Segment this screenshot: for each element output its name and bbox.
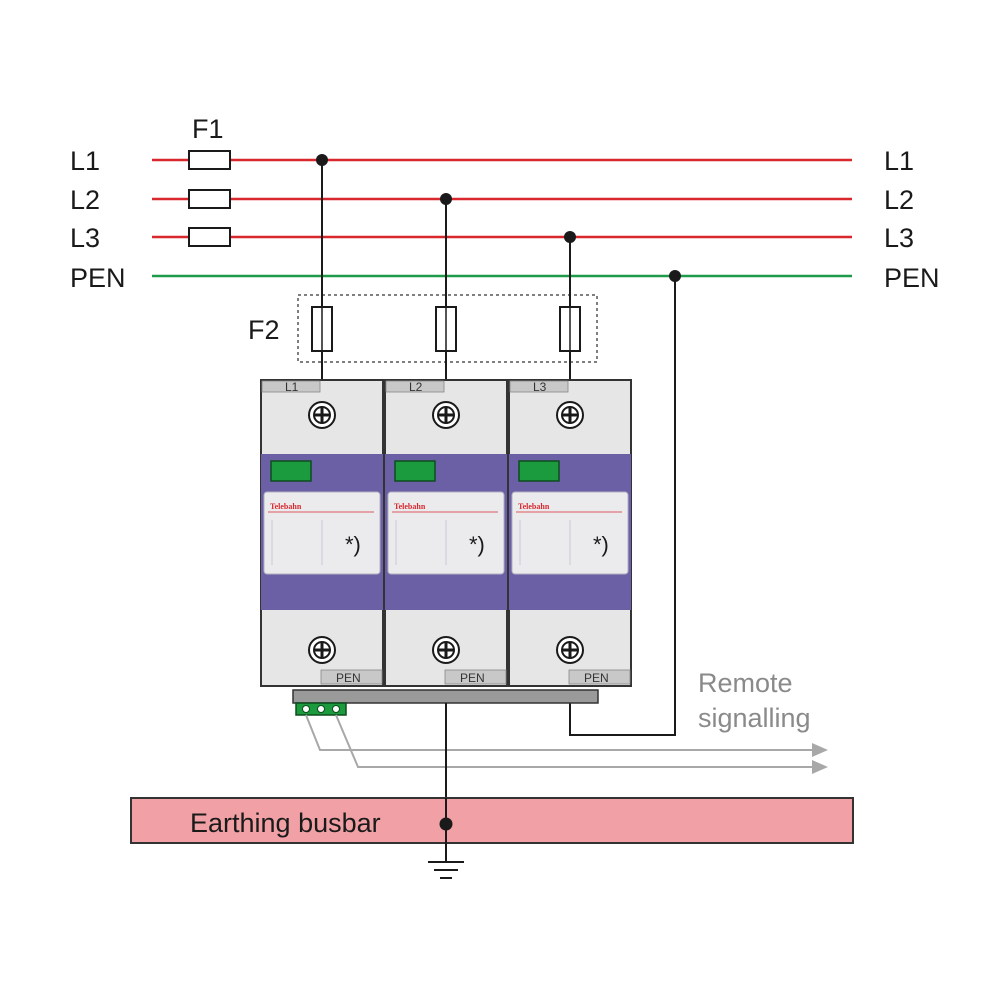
fuse-label-f1: F1 <box>192 114 224 144</box>
module-3-top-tag <box>509 380 569 393</box>
module-2-mark: *) <box>469 532 485 557</box>
earthing-busbar-label: Earthing busbar <box>190 808 381 838</box>
module-1-top-tag <box>261 380 321 393</box>
ground-icon <box>428 861 464 879</box>
module-2-bottom-tag <box>444 669 507 685</box>
module-2-top-label: L2 <box>409 380 423 394</box>
spd-module-2: L2 Telebahn *) PEN <box>384 379 508 687</box>
line-label-left-l2: L2 <box>70 185 100 215</box>
module-3-lower-band <box>509 577 631 610</box>
module-2-brand: Telebahn <box>394 502 426 511</box>
signal-wire-1 <box>305 714 812 751</box>
module-3-mark: *) <box>593 532 609 557</box>
line-label-right-l2: L2 <box>884 185 914 215</box>
fuse-f1-l1 <box>188 150 231 170</box>
wire-pen-to-remote-contact <box>569 276 676 736</box>
module-1-mark: *) <box>345 532 361 557</box>
junction-l2 <box>440 193 452 205</box>
module-1-bottom-terminal-screw-icon <box>308 636 336 664</box>
earthing-busbar <box>130 797 854 844</box>
fuse-label-f2: F2 <box>248 315 280 345</box>
din-rail <box>292 689 599 704</box>
module-1-bottom-label: PEN <box>336 671 361 685</box>
signal-wire-2 <box>335 714 812 768</box>
connector-pin-3-icon <box>332 705 340 713</box>
junction-l1 <box>316 154 328 166</box>
module-3-status-indicator <box>518 460 560 482</box>
fuse-f2-enclosure <box>297 294 598 363</box>
line-label-left-l3: L3 <box>70 223 100 253</box>
module-2-lower-band <box>385 577 507 610</box>
line-label-right-l1: L1 <box>884 146 914 176</box>
module-1-top-terminal-screw-icon <box>308 401 336 429</box>
fuse-f1-l2 <box>188 189 231 209</box>
module-3-top-label: L3 <box>533 380 547 394</box>
line-label-left-pen: PEN <box>70 263 126 293</box>
remote-signalling-line2: signalling <box>698 703 811 733</box>
line-label-right-l3: L3 <box>884 223 914 253</box>
signal-wire-2-arrow-icon <box>812 760 828 774</box>
connector-pin-2-icon <box>317 705 325 713</box>
junction-pen <box>669 270 681 282</box>
module-1-bottom-tag <box>320 669 383 685</box>
signal-wire-1-arrow-icon <box>812 743 828 757</box>
module-3-bottom-tag <box>568 669 631 685</box>
module-3-bottom-label: PEN <box>584 671 609 685</box>
module-1-brand: Telebahn <box>270 502 302 511</box>
fuse-f1-l3 <box>188 227 231 247</box>
module-3-bottom-terminal-screw-icon <box>556 636 584 664</box>
spd-module-3: L3 Telebahn *) PEN <box>508 379 632 687</box>
remote-signalling-line1: Remote <box>698 668 793 698</box>
line-label-left-l1: L1 <box>70 146 100 176</box>
junction-busbar <box>439 817 453 831</box>
connector-pin-1-icon <box>302 705 310 713</box>
module-3-brand: Telebahn <box>518 502 550 511</box>
module-2-bottom-terminal-screw-icon <box>432 636 460 664</box>
module-2-bottom-label: PEN <box>460 671 485 685</box>
module-2-top-terminal-screw-icon <box>432 401 460 429</box>
module-2-top-tag <box>385 380 445 393</box>
junction-l3 <box>564 231 576 243</box>
module-1-lower-band <box>261 577 383 610</box>
module-1-top-label: L1 <box>285 380 299 394</box>
module-1-status-indicator <box>270 460 312 482</box>
spd-module-1: L1 Telebahn *) PEN <box>260 379 384 687</box>
module-2-status-indicator <box>394 460 436 482</box>
line-label-right-pen: PEN <box>884 263 940 293</box>
module-3-top-terminal-screw-icon <box>556 401 584 429</box>
